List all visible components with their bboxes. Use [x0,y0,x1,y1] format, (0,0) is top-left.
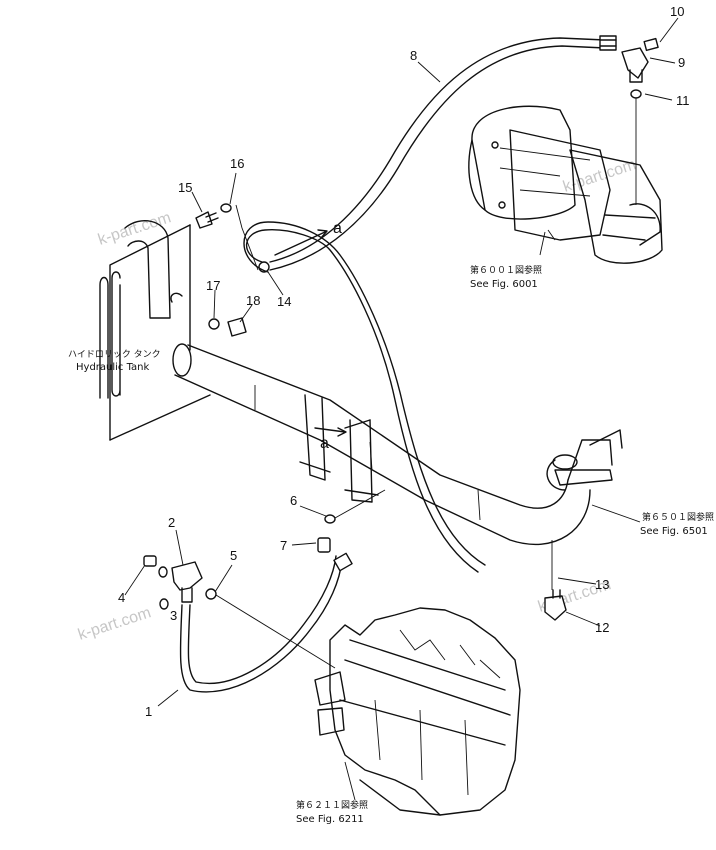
watermark-1: k-part.com [96,209,173,249]
tank-label-en: Hydraulic Tank [76,362,150,373]
callout-12: 12 [595,620,609,635]
callout-1: 1 [145,704,152,719]
leader-lines [124,17,679,801]
callout-4: 4 [118,590,125,605]
callout-8: 8 [410,48,417,63]
callout-13: 13 [595,577,609,592]
hydraulic-pump [468,105,663,264]
view-marker-a-upper: a [333,220,342,237]
reference-labels: ハイドロリック タンク Hydraulic Tank 第６００１図参照 See … [68,264,714,825]
callout-3: 3 [170,608,177,623]
watermark-3: k-part.com [76,604,153,644]
callout-11: 11 [676,93,690,108]
hose-1 [179,552,353,693]
fittings-12-13 [544,540,567,621]
watermarks: k-part.com k-part.com k-part.com k-part.… [76,156,638,644]
callout-6: 6 [290,493,297,508]
hydraulic-tank [99,220,211,441]
fig6001-label-en: See Fig. 6001 [470,279,538,290]
tank-label-jp: ハイドロリック タンク [68,349,161,360]
hose-8 [269,35,617,271]
suction-pipe [172,343,623,545]
callout-18: 18 [246,293,260,308]
fittings-14-18 [170,203,259,337]
callout-7: 7 [280,538,287,553]
fitting-cluster [621,37,659,205]
fig6211-label-jp: 第６２１１図参照 [296,799,368,811]
callout-9: 9 [678,55,685,70]
fig6001-label-jp: 第６００１図参照 [470,264,542,276]
view-marker-a-lower: a [320,435,329,452]
fig6211-label-en: See Fig. 6211 [296,814,364,825]
fig6501-label-en: See Fig. 6501 [640,526,708,537]
control-valve [314,607,521,816]
callouts: 1 2 3 4 5 6 7 8 9 10 11 12 13 14 15 16 1… [118,4,690,719]
callout-10: 10 [670,4,684,19]
callout-2: 2 [168,515,175,530]
hose-loop [243,221,486,573]
callout-15: 15 [178,180,192,195]
callout-16: 16 [230,156,244,171]
fig6501-label-jp: 第６５０１図参照 [642,511,714,523]
callout-5: 5 [230,548,237,563]
fittings-6-7 [317,489,386,553]
callout-14: 14 [277,294,291,309]
callout-17: 17 [206,278,220,293]
elbow-fitting-2 [143,555,336,669]
